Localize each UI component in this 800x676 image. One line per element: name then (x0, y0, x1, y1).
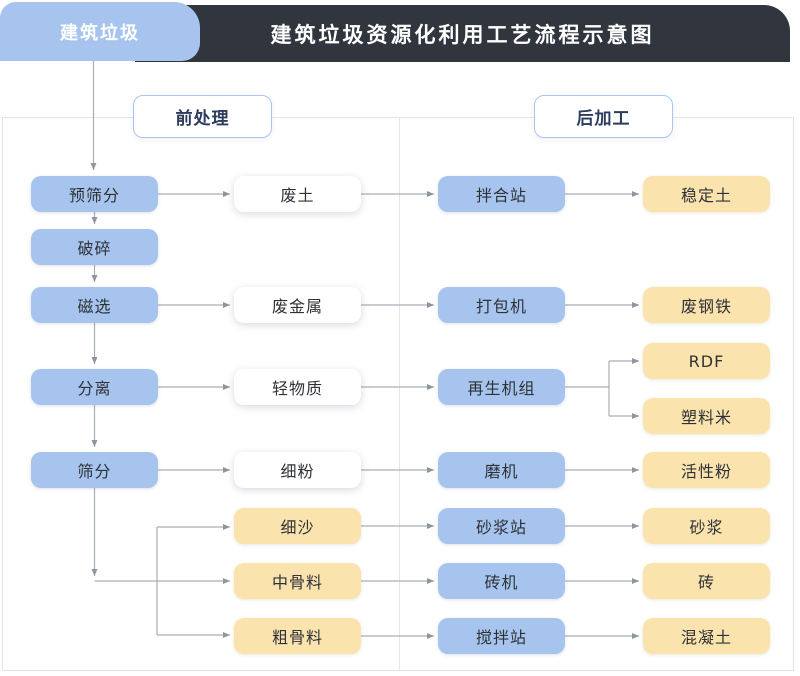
title-bar: 建筑垃圾资源化利用工艺流程示意图 (135, 5, 790, 62)
node-mortar: 砂浆 (643, 508, 770, 544)
node-pre-screening: 预筛分 (31, 176, 158, 212)
node-brick-machine: 砖机 (438, 563, 565, 599)
edge-group-col3-col4 (565, 191, 639, 639)
edge-group-screening-branches (94, 524, 230, 638)
node-baler: 打包机 (438, 287, 565, 323)
node-scrap-steel: 废钢铁 (643, 287, 770, 323)
node-active-powder: 活性粉 (643, 452, 770, 488)
node-light-material: 轻物质 (234, 369, 361, 405)
node-brick: 砖 (643, 563, 770, 599)
node-stabilized-soil: 稳定土 (643, 176, 770, 212)
node-mortar-plant: 砂浆站 (438, 508, 565, 544)
node-waste-metal: 废金属 (234, 287, 361, 323)
node-screening: 筛分 (31, 452, 158, 488)
edge-group-regeneration-split (565, 358, 639, 419)
node-fine-sand: 细沙 (234, 508, 361, 544)
node-magnetic-separation: 磁选 (31, 287, 158, 323)
node-waste-soil: 废土 (234, 176, 361, 212)
source-tab-label: 建筑垃圾 (60, 22, 140, 44)
node-concrete: 混凝土 (643, 618, 770, 654)
page-title: 建筑垃圾资源化利用工艺流程示意图 (270, 22, 655, 47)
node-concrete-mixing-plant: 搅拌站 (438, 618, 565, 654)
node-rdf: RDF (643, 343, 770, 379)
edge-group-vertical-chain (90, 61, 98, 576)
edge-group-col2-col3 (361, 191, 434, 639)
section-label-post-processing: 后加工 (534, 95, 673, 138)
node-separation: 分离 (31, 369, 158, 405)
section-divider-line (399, 117, 400, 671)
source-tab-construction-waste: 建筑垃圾 (0, 2, 200, 61)
node-regeneration-unit: 再生机组 (438, 369, 565, 405)
node-plastic-pellets: 塑料米 (643, 398, 770, 434)
node-crushing: 破碎 (31, 229, 158, 265)
node-mixing-plant: 拌合站 (438, 176, 565, 212)
edge-group-col1-col2 (158, 191, 230, 473)
node-coarse-aggregate: 粗骨料 (234, 618, 361, 654)
node-mill: 磨机 (438, 452, 565, 488)
section-label-pre-processing: 前处理 (133, 95, 272, 138)
flow-panel (2, 117, 794, 671)
node-medium-aggregate: 中骨料 (234, 563, 361, 599)
node-fine-powder: 细粉 (234, 452, 361, 488)
